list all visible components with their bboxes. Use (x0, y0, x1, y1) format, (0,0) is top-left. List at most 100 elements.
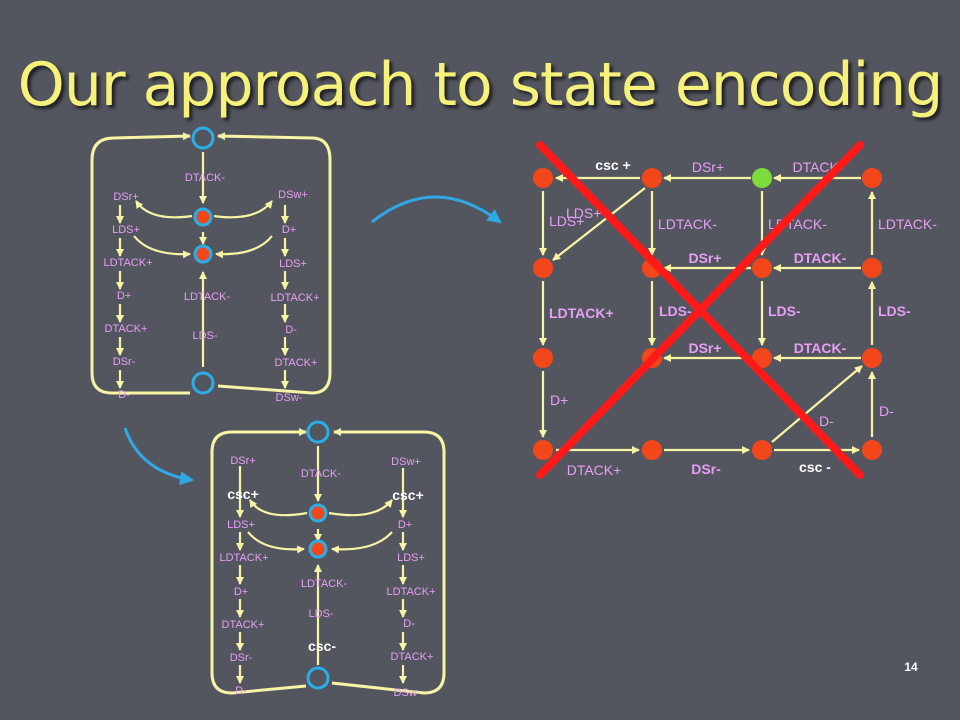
flow-arrow-to-grid (371, 195, 502, 224)
bottom-csc-right: csc+ (392, 487, 424, 503)
right-col-label-2: D+ (282, 224, 296, 236)
grid-label-d-minus-right: D- (879, 403, 894, 419)
grid-state-4-2 (642, 440, 662, 460)
left-conflict-state-2 (193, 244, 213, 264)
bottom-right-loop-arc (331, 428, 446, 695)
rejection-cross-icon (536, 141, 864, 479)
left-outer-loop-arc (90, 132, 191, 395)
left-top-label: DTACK- (185, 172, 225, 184)
grid-label-dtack-plus: DTACK+ (567, 462, 622, 478)
grid-label-dsr-row2: DSr+ (688, 250, 721, 266)
left-conflict-state-1 (193, 207, 213, 227)
grid-state-2-4 (862, 258, 882, 278)
right-col-label-3: LDS+ (279, 258, 307, 270)
left-initial-state (191, 126, 215, 150)
curve-from-lds-plus (133, 235, 191, 259)
grid-label-ldtack-plus: LDTACK+ (549, 305, 614, 321)
curve-to-dsw-plus (213, 200, 273, 219)
bottom-right-label-2: D+ (398, 519, 412, 531)
bottom-left-label-6: DSr- (230, 652, 253, 664)
bottom-left-label-4: D+ (234, 586, 248, 598)
left-col-label-7: D- (118, 389, 130, 401)
bottom-curve-from-d (331, 531, 393, 554)
bottom-right-label-6: DTACK+ (391, 651, 434, 663)
bottom-right-label-4: LDTACK+ (386, 586, 435, 598)
bottom-final-state (306, 666, 330, 690)
grid-state-4-1 (533, 440, 553, 460)
bottom-state-graph: DTACK- DSr+ csc+ LDS+ LDTACK+ D+ DTACK+ … (210, 420, 446, 699)
bottom-left-loop-arc (210, 428, 307, 695)
right-outer-loop-arc (217, 132, 332, 395)
bottom-right-label-1: DSw+ (391, 456, 421, 468)
grid-label-ldtack-minus-1: LDTACK- (658, 216, 717, 232)
bottom-left-label-7: D- (235, 685, 247, 697)
grid-arc-d-minus (771, 365, 863, 443)
left-center-label-1: LDTACK- (184, 291, 231, 303)
grid-initial-state (752, 168, 772, 188)
bottom-top-label: DTACK- (301, 468, 341, 480)
flow-arrow-to-bottom (123, 427, 194, 486)
bottom-left-label-5: DTACK+ (222, 619, 265, 631)
grid-label-dsr-minus: DSr- (691, 461, 721, 477)
left-center-label-2: LDS- (192, 330, 217, 342)
state-grid: csc + DSr+ DTACK- LDS+ LDS+ LDTACK- LDTA… (533, 157, 937, 478)
bottom-csc-left: csc+ (227, 486, 259, 502)
bottom-right-label-5: D- (403, 618, 415, 630)
right-col-label-5: D- (285, 324, 297, 336)
left-col-label-1: DSr+ (113, 191, 138, 203)
grid-label-lds-minus-3: LDS- (878, 303, 911, 319)
left-col-label-6: DSr- (113, 356, 136, 368)
bottom-center-label-2: LDS- (308, 608, 333, 620)
grid-label-dtack-row2: DTACK- (794, 250, 847, 266)
bottom-state-2 (308, 539, 328, 559)
grid-label-d-plus: D+ (550, 392, 568, 408)
grid-state-3-4 (862, 348, 882, 368)
bottom-curve-to-dsw (328, 499, 393, 517)
grid-label-lds-minus-1: LDS- (659, 303, 692, 319)
right-col-label-7: DSw- (276, 392, 303, 404)
slide-title: Our approach to state encoding (17, 50, 944, 120)
grid-state-3-3 (752, 348, 772, 368)
grid-label-lds-minus-2: LDS- (768, 303, 801, 319)
left-col-label-5: DTACK+ (105, 323, 148, 335)
left-final-state (191, 371, 215, 395)
grid-state-3-1 (533, 348, 553, 368)
right-col-label-6: DTACK+ (275, 357, 318, 369)
grid-state-1-1 (533, 168, 553, 188)
grid-state-2-3 (752, 258, 772, 278)
grid-state-2-1 (533, 258, 553, 278)
grid-csc-plus: csc + (595, 157, 630, 173)
bottom-left-label-2: LDS+ (227, 519, 255, 531)
curve-from-d-plus (215, 235, 273, 259)
bottom-center-label-1: LDTACK- (301, 578, 348, 590)
right-col-label-1: DSw+ (278, 189, 308, 201)
bottom-state-1 (308, 503, 328, 523)
right-col-label-4: LDTACK+ (270, 292, 319, 304)
bottom-curve-to-dsr (249, 499, 308, 517)
grid-label-dsr-row3: DSr+ (688, 340, 721, 356)
grid-state-4-3 (752, 440, 772, 460)
grid-label-dsr-top: DSr+ (692, 159, 724, 175)
bottom-initial-state (306, 420, 330, 444)
grid-state-4-4 (862, 440, 882, 460)
left-col-label-3: LDTACK+ (103, 257, 152, 269)
bottom-left-label-1: DSr+ (230, 455, 255, 467)
bottom-csc-center: csc- (308, 638, 336, 654)
grid-state-1-4 (862, 168, 882, 188)
grid-label-lds-plus-b: LDS+ (566, 205, 601, 221)
page-number: 14 (904, 660, 918, 674)
grid-state-1-2 (642, 168, 662, 188)
left-col-label-4: D+ (117, 290, 131, 302)
grid-arc-diagonal (552, 187, 646, 261)
bottom-curve-from-lds (247, 531, 305, 554)
left-col-label-2: LDS+ (112, 224, 140, 236)
curve-to-dsr-plus (135, 200, 193, 219)
grid-label-lds-plus-a: LDS+ (549, 213, 584, 229)
left-state-graph: DTACK- DSr+ LDS+ LDTACK+ D+ DTACK+ DSr- … (90, 126, 332, 404)
grid-csc-minus: csc - (799, 459, 831, 475)
bottom-right-label-7: DSw- (394, 687, 421, 699)
grid-label-ldtack-minus-3: LDTACK- (878, 216, 937, 232)
bottom-left-label-3: LDTACK+ (219, 552, 268, 564)
